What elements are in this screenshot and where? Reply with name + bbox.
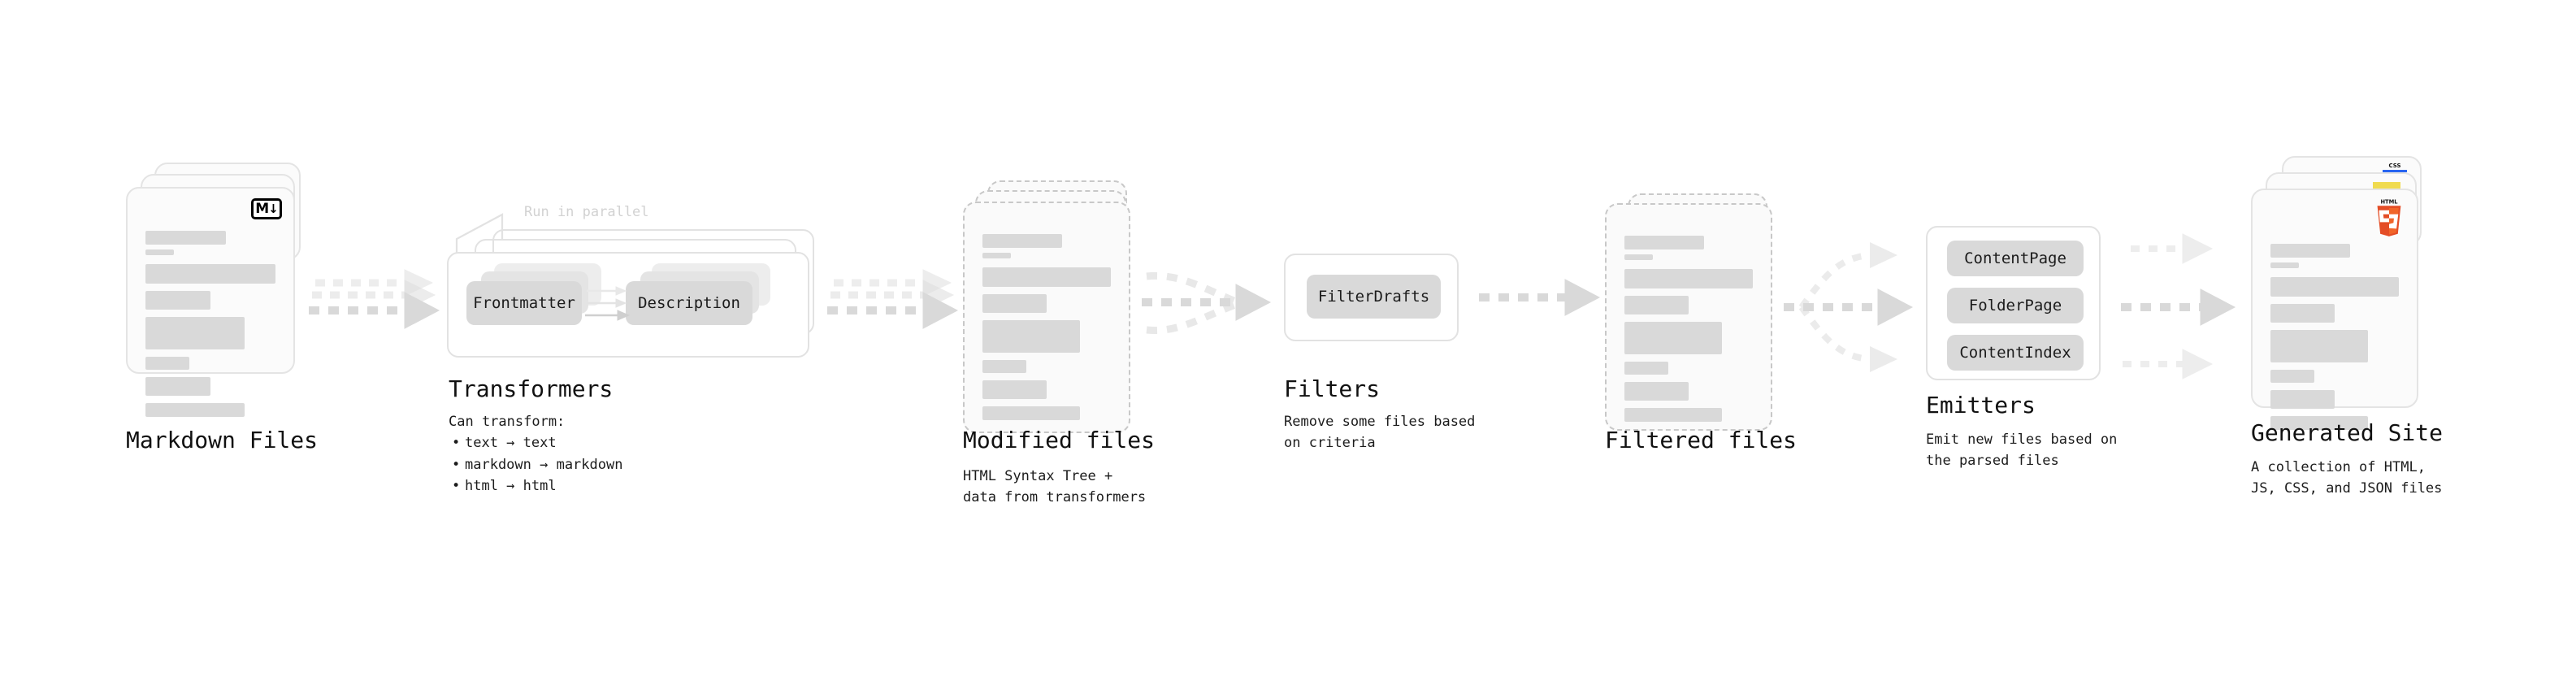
content-bar: [1624, 269, 1753, 288]
transformers-bullet: text → text: [452, 432, 622, 454]
markdown-card-content: [145, 231, 275, 417]
filter-chip-filterdrafts[interactable]: FilterDrafts: [1307, 275, 1441, 319]
arrow-filtered-to-emitters: [1784, 242, 1914, 372]
emitters-caption: Emit new files based on the parsed files: [1926, 432, 2118, 470]
arrow-emitters-to-site: [2121, 233, 2236, 380]
filters-title: Filters: [1284, 375, 1381, 402]
markdown-card-front: M↓: [126, 187, 295, 417]
content-bar: [2270, 304, 2335, 323]
content-bar: [982, 294, 1047, 313]
transformer-inner-arrows: [585, 286, 631, 321]
generated-site-stack: CSS HTML: [2251, 156, 2438, 430]
markdown-icon: M↓: [251, 198, 282, 219]
content-bar: [2270, 370, 2314, 383]
content-bar: [1624, 254, 1653, 260]
modified-files-stack: [963, 180, 1150, 433]
markdown-files-stack: M↓: [126, 163, 305, 417]
content-bar: [1624, 296, 1689, 314]
content-bar: [1624, 382, 1689, 401]
content-bar: [145, 377, 210, 396]
content-bar: [2270, 262, 2299, 268]
content-bar: [1624, 362, 1668, 375]
content-bar: [2270, 330, 2369, 362]
modified-files-title: Modified files: [963, 427, 1156, 453]
content-bar: [982, 360, 1026, 373]
content-bar: [1624, 408, 1723, 422]
filters-caption: Remove some files based on criteria: [1284, 414, 1476, 452]
content-bar: [145, 231, 227, 245]
emitter-chip-contentindex[interactable]: ContentIndex: [1947, 335, 2084, 371]
html5-icon: HTML: [2373, 198, 2405, 236]
filtered-files-title: Filtered files: [1605, 427, 1798, 453]
content-bar: [2270, 277, 2399, 297]
transformers-caption-lead: Can transform:: [449, 414, 566, 430]
content-bar: [1624, 236, 1704, 249]
transformers-group: Frontmatter Description: [447, 229, 821, 367]
arrow-markdown-to-transformers: [309, 269, 440, 329]
content-bar: [982, 320, 1081, 353]
modified-files-caption: HTML Syntax Tree + data from transformer…: [963, 468, 1147, 506]
transformers-frame-front[interactable]: Frontmatter Description: [447, 252, 809, 358]
modified-card-front: [963, 202, 1130, 433]
content-bar: [982, 406, 1081, 420]
transformers-title: Transformers: [449, 375, 614, 402]
css3-icon: CSS: [2383, 163, 2407, 172]
transformers-caption: Can transform: text → text markdown → ma…: [449, 411, 622, 497]
emitter-chip-contentpage[interactable]: ContentPage: [1947, 241, 2084, 276]
arrow-filters-to-filtered: [1479, 279, 1601, 316]
filtered-card-content: [1624, 236, 1753, 422]
filters-group[interactable]: FilterDrafts: [1284, 254, 1459, 341]
markdown-files-title: Markdown Files: [126, 427, 319, 453]
filtered-card-front: [1605, 203, 1772, 431]
content-bar: [145, 291, 210, 310]
run-in-parallel-label: Run in parallel: [524, 204, 649, 220]
content-bar: [145, 357, 190, 370]
emitters-title: Emitters: [1926, 392, 2036, 419]
filtered-files-stack: [1605, 193, 1792, 437]
arrow-transformers-to-modified: [827, 269, 959, 329]
content-bar: [145, 317, 245, 349]
css3-icon-rule: [2383, 170, 2407, 172]
markdown-icon-letter: M: [255, 200, 269, 217]
content-bar: [2270, 390, 2335, 409]
content-bar: [2270, 244, 2350, 258]
css3-icon-label: CSS: [2388, 163, 2401, 169]
site-card-html: HTML: [2251, 189, 2418, 430]
content-bar: [982, 267, 1111, 287]
generated-site-title: Generated Site: [2251, 419, 2444, 446]
arrow-modified-to-filters: [1142, 271, 1272, 335]
emitter-chip-folderpage[interactable]: FolderPage: [1947, 288, 2084, 323]
html5-icon-svg: HTML: [2377, 198, 2401, 236]
content-bar: [982, 380, 1047, 399]
site-card-content: [2270, 244, 2399, 430]
transformer-chip-description[interactable]: Description: [626, 281, 752, 325]
svg-text:HTML: HTML: [2380, 198, 2398, 205]
transformer-chip-frontmatter[interactable]: Frontmatter: [466, 281, 582, 325]
content-bar: [145, 249, 175, 255]
transformers-bullet: markdown → markdown: [452, 454, 622, 476]
content-bar: [1624, 322, 1723, 354]
content-bar: [982, 234, 1062, 248]
generated-site-caption: A collection of HTML, JS, CSS, and JSON …: [2251, 459, 2443, 497]
modified-card-content: [982, 234, 1111, 420]
content-bar: [145, 403, 245, 417]
transformers-bullet: html → html: [452, 475, 622, 497]
content-bar: [982, 253, 1011, 258]
emitters-group[interactable]: ContentPage FolderPage ContentIndex: [1926, 226, 2101, 380]
transformers-bullet-list: text → text markdown → markdown html → h…: [449, 432, 622, 497]
content-bar: [2270, 416, 2369, 430]
content-bar: [145, 264, 275, 284]
